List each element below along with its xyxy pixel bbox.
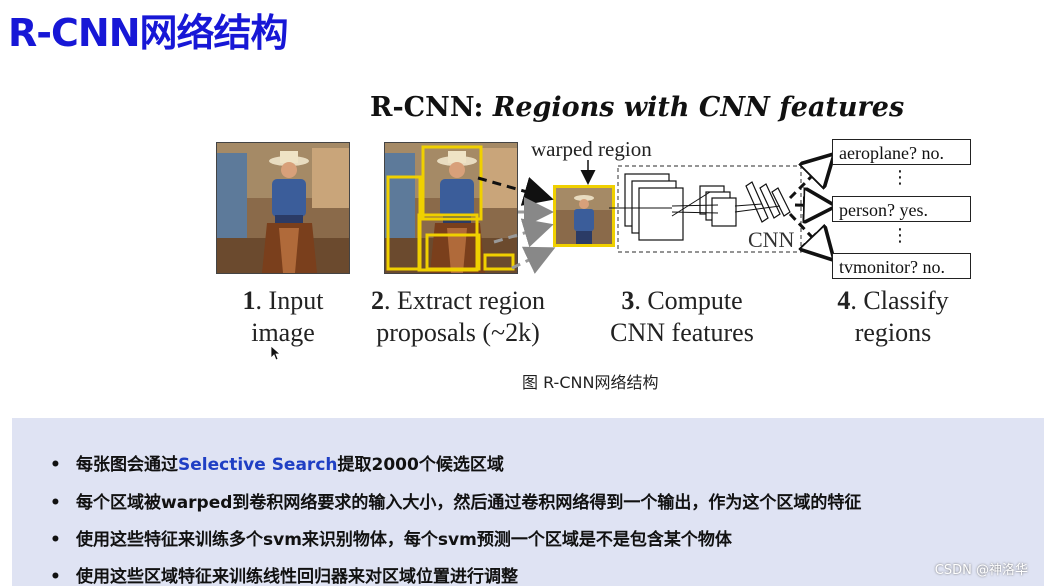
bullet-1-pre: 每张图会通过 — [76, 455, 178, 475]
figure-title-italic: Regions with CNN features — [493, 92, 904, 123]
figure-title-bold: R-CNN: — [370, 92, 484, 123]
step-2-line2: proposals (~2k) — [376, 318, 540, 347]
output-arrow-aeroplane — [790, 158, 830, 198]
figure-title: R-CNN: Regions with CNN features — [370, 92, 904, 123]
step-2-label: 2. Extract region proposals (~2k) — [356, 285, 560, 349]
mouse-cursor-icon — [270, 345, 282, 361]
step-4-num: 4 — [837, 286, 850, 315]
warped-crop — [556, 188, 612, 244]
cowboy-photo — [217, 143, 349, 273]
cowboy-photo-proposals — [385, 143, 517, 273]
bullet-1-post: 提取2000个候选区域 — [338, 455, 504, 475]
output-aeroplane: aeroplane? no. — [832, 139, 971, 165]
step-2-line1: . Extract region — [384, 286, 545, 315]
step-1-label: 1. Input image — [218, 285, 348, 349]
step-3-line1: . Compute — [634, 286, 742, 315]
figure-caption: 图 R-CNN网络结构 — [522, 369, 658, 393]
output-person: person? yes. — [832, 196, 971, 222]
watermark: CSDN @神洛华 — [935, 559, 1028, 578]
bullet-marker: • — [50, 455, 76, 475]
bullet-marker: • — [50, 567, 76, 587]
bullet-2-text: 每个区域被warped到卷积网络要求的输入大小，然后通过卷积网络得到一个输出，作… — [76, 493, 861, 513]
bullet-item-4: •使用这些区域特征来训练线性回归器来对区域位置进行调整 — [50, 562, 518, 587]
output-tvmonitor: tvmonitor? no. — [832, 253, 971, 279]
proposals-image — [384, 142, 518, 274]
step-3-line2: CNN features — [610, 318, 754, 347]
slide-title: R-CNN网络结构 — [8, 2, 288, 57]
bullet-item-1: •每张图会通过Selective Search提取2000个候选区域 — [50, 450, 504, 475]
warped-region-image — [553, 185, 615, 247]
output-arrow-person — [795, 205, 830, 206]
warped-region-label: warped region — [531, 137, 652, 162]
bullet-item-3: •使用这些特征来训练多个svm来识别物体，每个svm预测一个区域是不是包含某个物… — [50, 525, 732, 550]
step-1-line1: . Input — [256, 286, 324, 315]
step-1-line2: image — [251, 318, 315, 347]
vdots-2: ⋮ — [891, 232, 909, 240]
step-3-label: 3. Compute CNN features — [590, 285, 774, 349]
step-2-num: 2 — [371, 286, 384, 315]
vdots-1: ⋮ — [891, 174, 909, 182]
step-1-num: 1 — [243, 286, 256, 315]
step-4-label: 4. Classify regions — [818, 285, 968, 349]
bullet-3-text: 使用这些特征来训练多个svm来识别物体，每个svm预测一个区域是不是包含某个物体 — [76, 530, 732, 550]
bullet-item-2: •每个区域被warped到卷积网络要求的输入大小，然后通过卷积网络得到一个输出，… — [50, 488, 861, 513]
step-4-line2: regions — [855, 318, 932, 347]
input-image — [216, 142, 350, 274]
bullet-marker: • — [50, 530, 76, 550]
bullet-marker: • — [50, 493, 76, 513]
step-4-line1: . Classify — [850, 286, 948, 315]
step-3-num: 3 — [621, 286, 634, 315]
bullet-1-highlight: Selective Search — [178, 455, 338, 475]
cnn-label: CNN — [748, 227, 794, 253]
output-arrow-tvmonitor — [790, 214, 830, 256]
bullet-panel: •每张图会通过Selective Search提取2000个候选区域 •每个区域… — [12, 418, 1044, 586]
bullet-4-text: 使用这些区域特征来训练线性回归器来对区域位置进行调整 — [76, 567, 518, 587]
